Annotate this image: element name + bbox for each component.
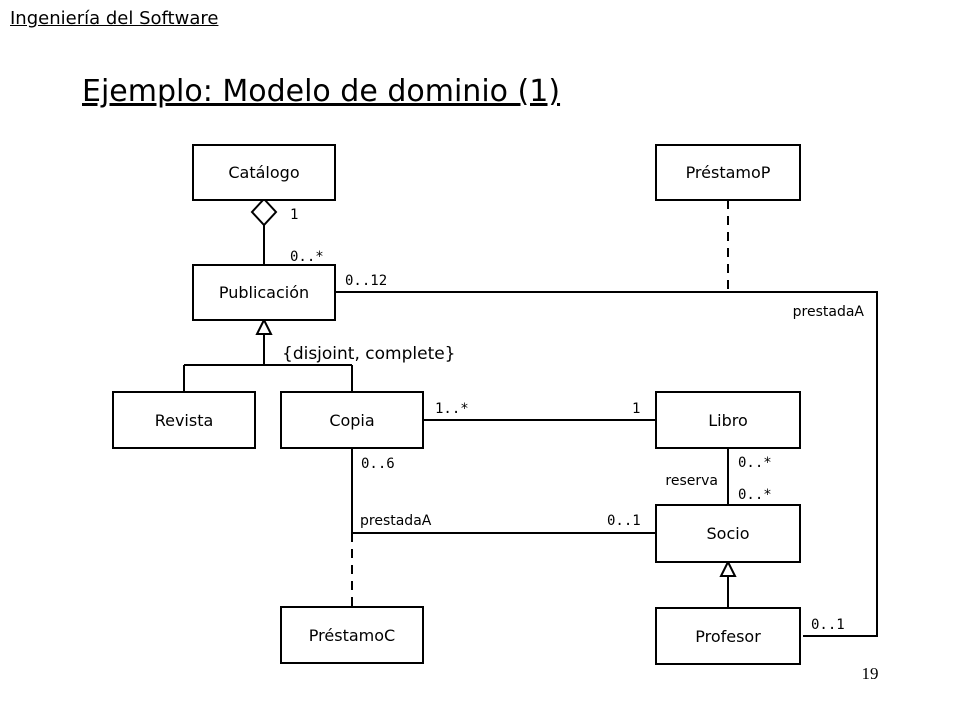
slide-title: Ejemplo: Modelo de dominio (1) [82,74,561,109]
multiplicity-profesor-end: 0..1 [811,617,845,633]
generalization-triangle [255,317,273,335]
page-number: 19 [861,664,879,683]
class-name-libro: Libro [708,411,748,430]
course-header: Ingeniería del Software [10,8,219,29]
class-box-libro [655,391,801,449]
class-name-prestamo-p: PréstamoP [686,163,771,182]
role-reserva: reserva [665,473,718,489]
multiplicity-libro-reserva-end: 0..* [738,455,772,471]
aggregation-diamond [250,197,278,227]
role-prestada-a-publicacion: prestadaA [793,304,865,320]
class-box-copia [280,391,424,449]
socio-generalization-triangle [719,559,737,577]
multiplicity-publicacion-aggregation-end: 0..* [290,249,324,265]
multiplicity-copia-socio-copia-end: 0..6 [361,456,395,472]
multiplicity-socio-reserva-end: 0..* [738,487,772,503]
generalization-constraint: {disjoint, complete} [282,344,456,364]
class-box-revista [112,391,256,449]
multiplicity-copia-socio-socio-end: 0..1 [607,513,641,529]
class-box-socio [655,504,801,563]
class-box-prestamo-p [655,144,801,201]
multiplicity-copia-libro-copia-end: 1..* [435,401,469,417]
class-name-publicacion: Publicación [219,283,309,302]
multiplicity-copia-libro-libro-end: 1 [632,401,640,417]
multiplicity-catalogo-end: 1 [290,207,298,223]
class-name-revista: Revista [155,411,214,430]
publicacion-profesor-association [335,291,878,637]
class-box-prestamo-c [280,606,424,664]
role-prestada-a-copia: prestadaA [360,513,432,529]
class-name-copia: Copia [329,411,374,430]
class-box-catalogo [192,144,336,201]
class-name-profesor: Profesor [695,627,761,646]
class-box-profesor [655,607,801,665]
class-name-catalogo: Catálogo [228,163,299,182]
multiplicity-publicacion-prestada-end: 0..12 [345,273,387,289]
class-box-publicacion [192,264,336,321]
class-name-prestamo-c: PréstamoC [309,626,395,645]
class-name-socio: Socio [707,524,750,543]
